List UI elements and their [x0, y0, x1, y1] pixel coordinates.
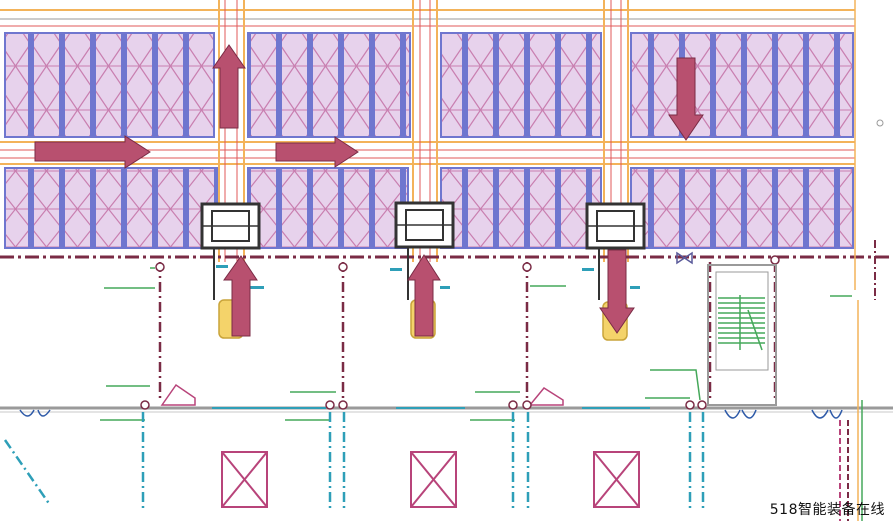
outer-columns	[3, 412, 705, 510]
right-edge-lines	[839, 0, 884, 521]
shuttle-cart-2	[390, 247, 450, 339]
flow-arrows-upper	[34, 44, 704, 169]
flow-arrow-icon	[407, 254, 441, 337]
flow-arrow-icon	[599, 249, 635, 334]
flow-arrow-icon	[223, 255, 258, 337]
flow-arrow-icon	[668, 57, 704, 141]
valve-icon	[676, 251, 693, 265]
lift-station-2	[394, 201, 455, 249]
shuttle-cart-1	[213, 248, 264, 339]
dock-door-icon	[19, 409, 843, 419]
watermark-text: 518智能装备在线	[769, 502, 885, 518]
shuttle-cart-3	[582, 248, 640, 341]
main-partition-wall	[0, 240, 893, 300]
truck-bays	[221, 451, 640, 508]
annotation-leaders	[100, 267, 852, 421]
flow-arrow-icon	[275, 136, 359, 168]
lift-station-3	[585, 202, 646, 250]
top-boundary-lines	[0, 9, 855, 27]
staircase	[707, 264, 777, 406]
lower-rack-rows	[4, 167, 854, 249]
lift-station-1	[200, 202, 261, 250]
upper-rack-rows	[4, 32, 854, 138]
flow-arrow-icon	[212, 44, 246, 129]
staircase-icon	[718, 295, 765, 351]
flow-arrow-icon	[34, 135, 151, 169]
dock-wall	[0, 383, 893, 419]
dock-levelers	[160, 383, 564, 406]
